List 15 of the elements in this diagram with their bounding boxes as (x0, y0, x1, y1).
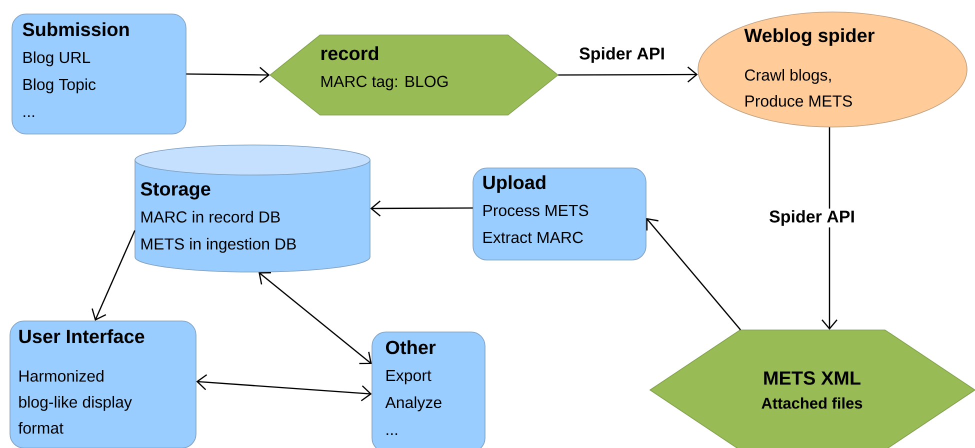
arrow (646, 218, 741, 330)
process-box: Submission Blog URL Blog Topic ... (12, 14, 186, 134)
process-box: Other Export Analyze ... (372, 332, 486, 448)
arrow (558, 66, 698, 83)
arrow (92, 230, 136, 321)
storage-cylinder: Storage MARC in record DB METS in ingestion DB (134, 144, 370, 272)
edge-label: Spider API (768, 208, 856, 228)
arrow (258, 272, 372, 364)
arrow (370, 200, 473, 216)
process-box: Upload Process METS Extract MARC (472, 168, 646, 260)
arrow (196, 374, 372, 402)
process-box: User Interface Harmonized blog-like display format (10, 320, 196, 448)
edge-label: Spider API (578, 46, 666, 64)
arrow (822, 127, 838, 330)
arrow (186, 66, 270, 83)
